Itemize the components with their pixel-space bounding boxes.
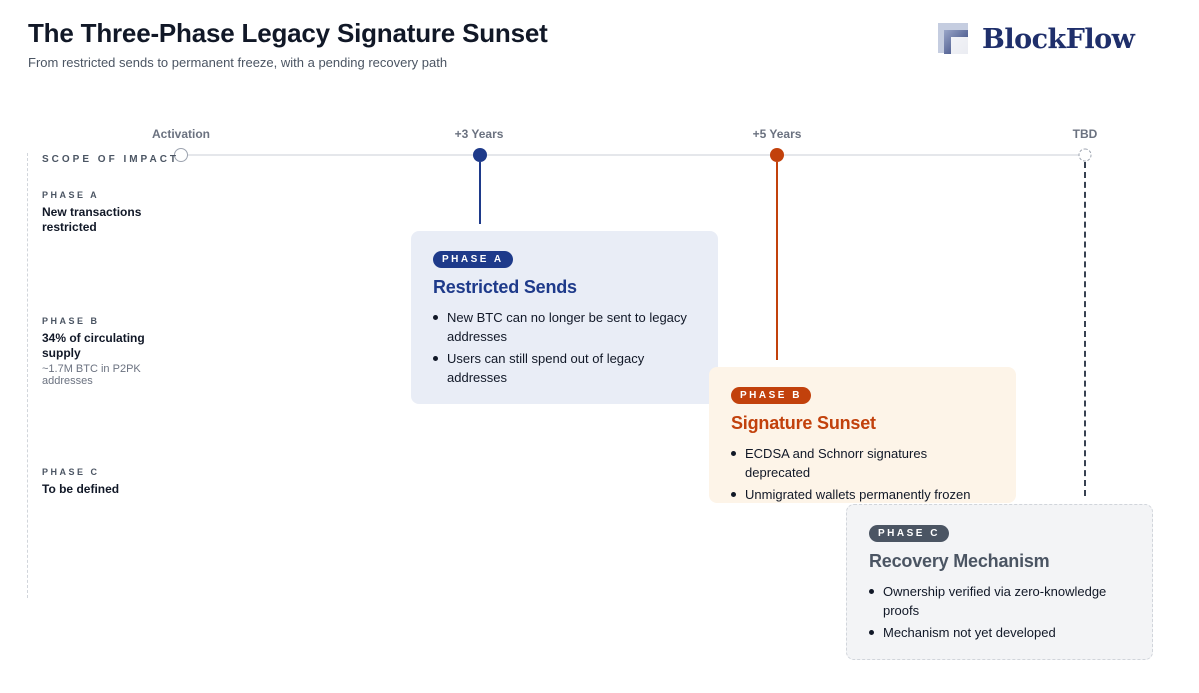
page-subtitle: From restricted sends to permanent freez… — [28, 55, 448, 70]
phase-card-b: PHASE B Signature Sunset ECDSA and Schno… — [709, 367, 1016, 503]
list-item: ECDSA and Schnorr signatures deprecated — [731, 444, 994, 482]
connector-phase-c — [1084, 162, 1086, 496]
scope-tag: PHASE C — [42, 467, 100, 477]
phase-pill: PHASE A — [433, 251, 513, 268]
milestone-dot-activation — [174, 148, 188, 162]
phase-card-c: PHASE C Recovery Mechanism Ownership ver… — [846, 504, 1153, 660]
timeline-axis — [180, 154, 1084, 156]
scope-main: New transactions restricted — [42, 205, 142, 234]
brand-name: BlockFlow — [982, 23, 1135, 55]
phase-bullets: Ownership verified via zero-knowledge pr… — [869, 582, 1130, 642]
phase-card-a: PHASE A Restricted Sends New BTC can no … — [411, 231, 718, 404]
phase-bullets: ECDSA and Schnorr signatures deprecated … — [731, 444, 994, 504]
list-item: Users can still spend out of legacy addr… — [433, 349, 696, 387]
list-item: New BTC can no longer be sent to legacy … — [433, 308, 696, 346]
connector-phase-b — [776, 162, 778, 360]
scope-tag: PHASE A — [42, 190, 100, 200]
milestone-label-3-years: +3 Years — [454, 127, 504, 141]
phase-title: Restricted Sends — [433, 277, 577, 297]
milestone-label-5-years: +5 Years — [752, 127, 802, 141]
scope-main: 34% of circulating supply — [42, 331, 145, 360]
scope-item-phase-a: PHASE A New transactions restricted — [42, 190, 162, 235]
phase-title: Signature Sunset — [731, 413, 876, 433]
milestone-dot-phase-a — [473, 148, 487, 162]
scope-rail — [27, 153, 28, 598]
phase-pill: PHASE C — [869, 525, 949, 542]
list-item: Mechanism not yet developed — [869, 623, 1130, 642]
scope-item-phase-c: PHASE C To be defined — [42, 467, 162, 497]
list-item: Ownership verified via zero-knowledge pr… — [869, 582, 1130, 620]
scope-main: To be defined — [42, 482, 120, 496]
scope-heading: SCOPE OF IMPACT — [42, 154, 180, 165]
scope-item-phase-b: PHASE B 34% of circulating supply ~1.7M … — [42, 316, 162, 387]
milestone-label-tbd: TBD — [1072, 127, 1098, 141]
list-item: Unmigrated wallets permanently frozen — [731, 485, 994, 504]
phase-pill: PHASE B — [731, 387, 811, 404]
milestone-dot-phase-b — [770, 148, 784, 162]
scope-note: ~1.7M BTC in P2PK addresses — [42, 363, 141, 387]
brand-logo: BlockFlow — [938, 22, 1135, 56]
milestone-label-activation: Activation — [151, 127, 211, 141]
connector-phase-a — [479, 162, 481, 224]
phase-title: Recovery Mechanism — [869, 551, 1050, 571]
milestone-dot-tbd — [1078, 148, 1092, 162]
phase-bullets: New BTC can no longer be sent to legacy … — [433, 308, 696, 387]
scope-tag: PHASE B — [42, 316, 100, 326]
stacked-squares-icon — [938, 23, 970, 55]
page-title: The Three-Phase Legacy Signature Sunset — [28, 18, 548, 48]
